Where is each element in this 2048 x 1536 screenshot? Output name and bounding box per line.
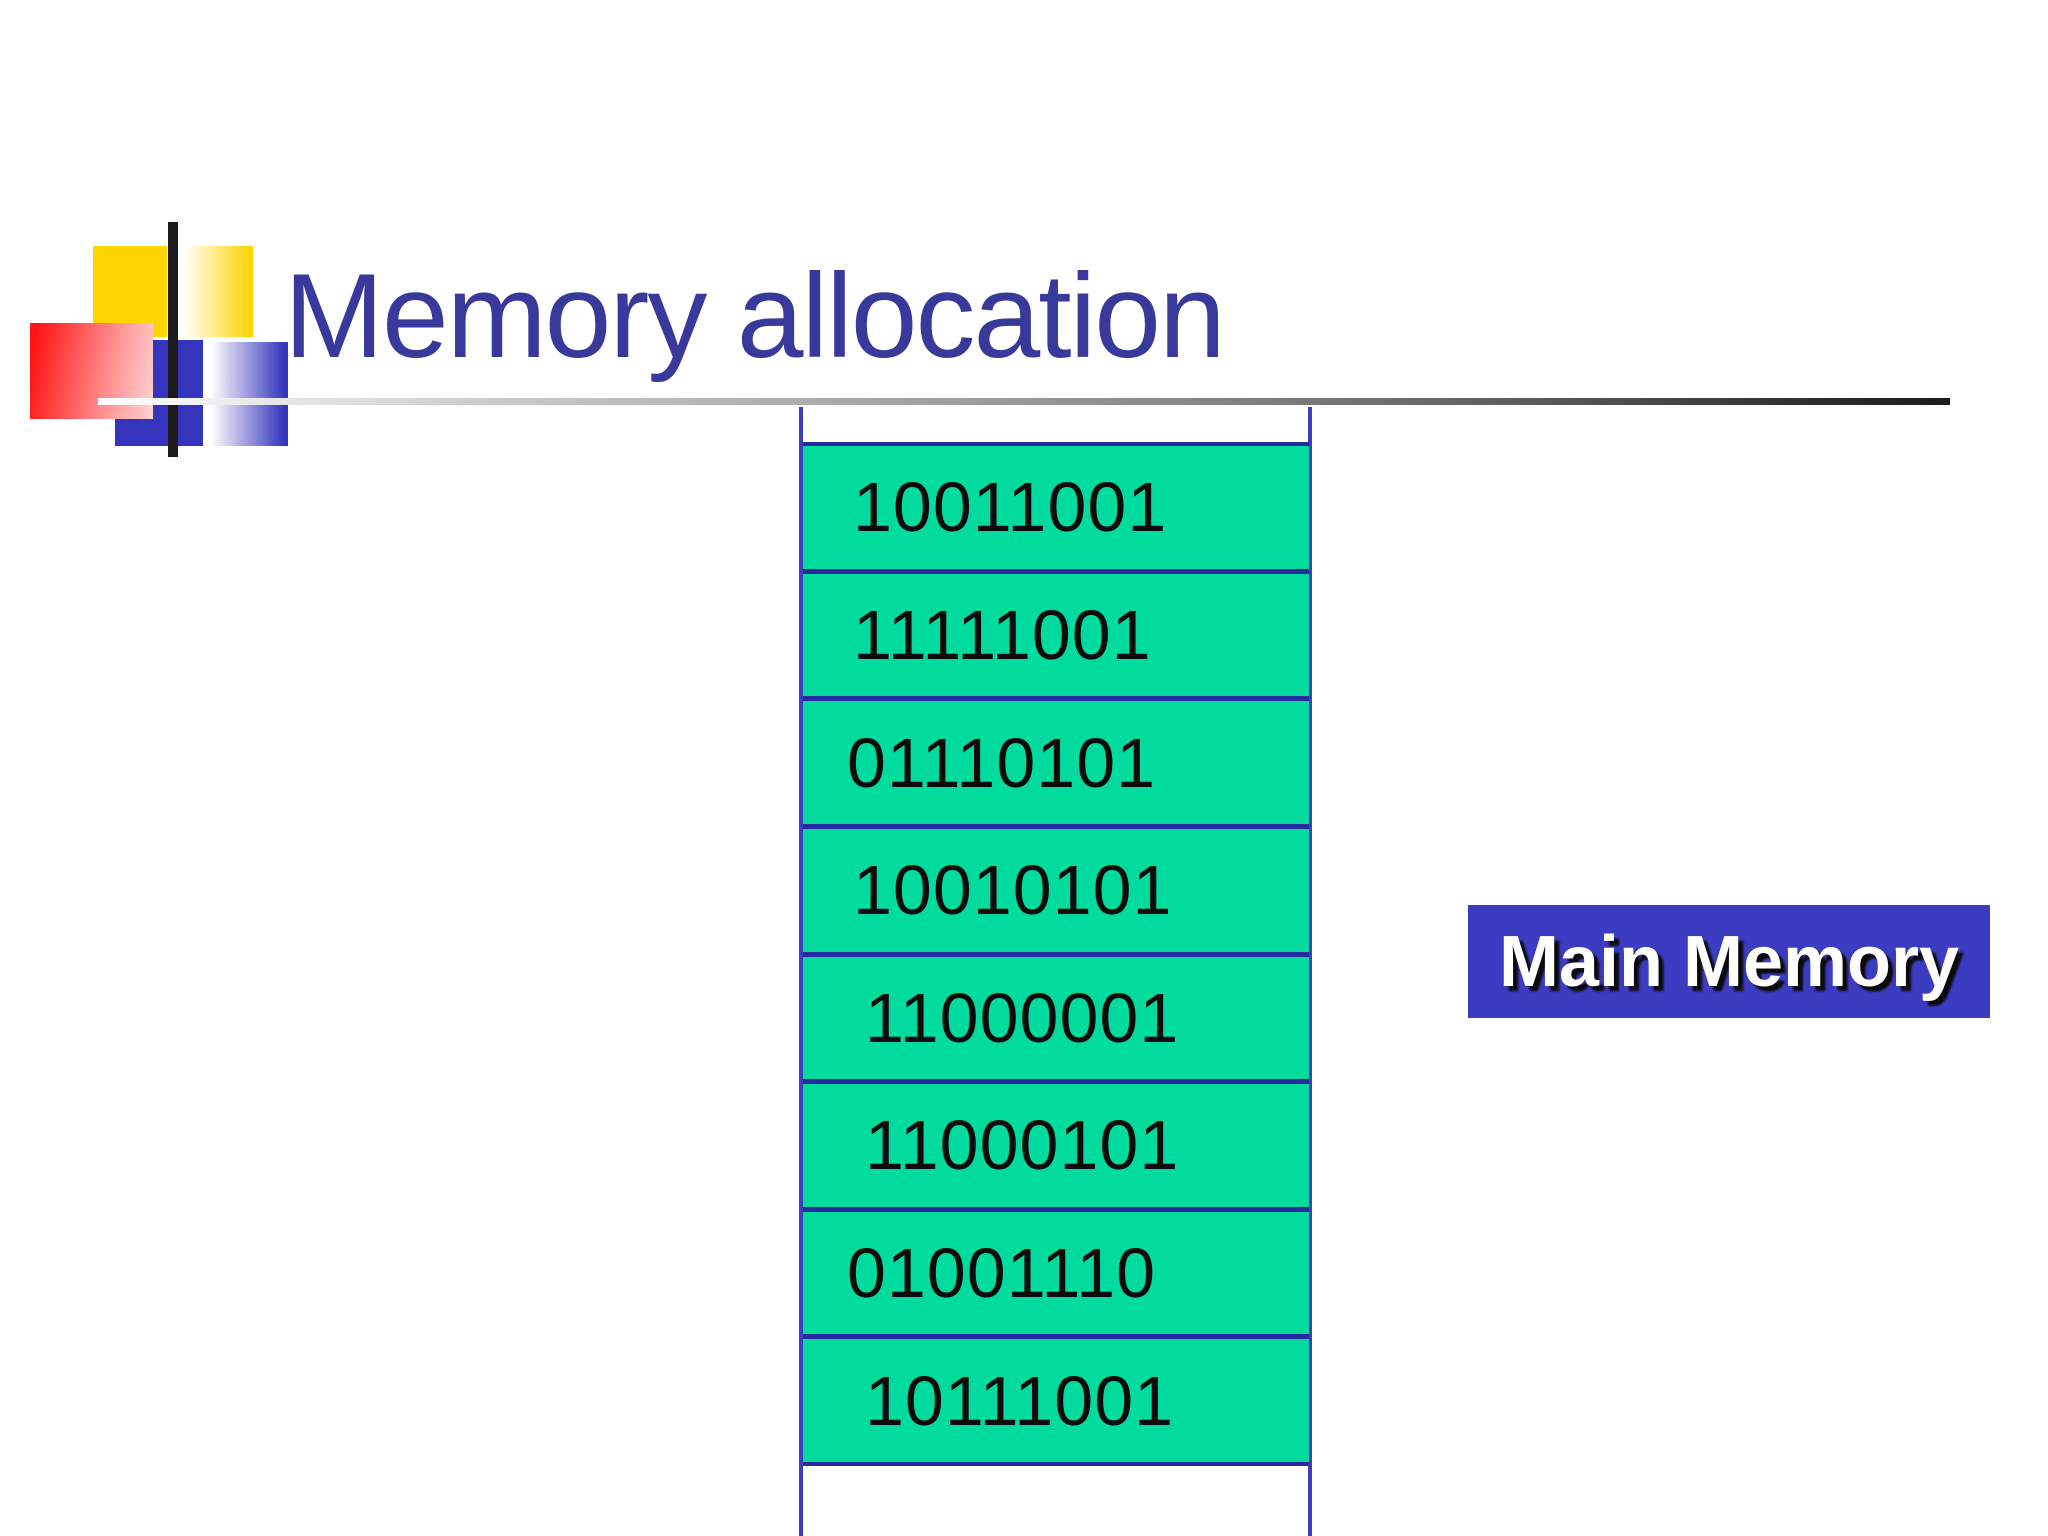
- memory-cell-value: 11111001: [853, 595, 1152, 674]
- memory-cell-value: 10010101: [853, 851, 1173, 930]
- title-underline-rule: [98, 398, 1950, 405]
- table-guide-line-left: [799, 407, 803, 1536]
- memory-cell-value: 10011001: [853, 468, 1168, 547]
- memory-cell-value: 11000101: [865, 1106, 1180, 1185]
- memory-cell-row: 01110101: [803, 696, 1309, 824]
- memory-cell-value: 10111001: [865, 1361, 1175, 1440]
- main-memory-label-text: Main Memory: [1498, 921, 1960, 1002]
- memory-cell-row: 11111001: [803, 568, 1309, 697]
- memory-cell-value: 01110101: [847, 723, 1157, 802]
- memory-cell-row: 11000101: [803, 1079, 1309, 1207]
- memory-cell-row: 11000001: [803, 951, 1309, 1080]
- memory-cell-row: 01001110: [803, 1206, 1309, 1335]
- decor-vertical-line: [168, 222, 178, 457]
- decor-blue-gradient-square-icon: [208, 342, 288, 446]
- page-title: Memory allocation: [284, 249, 1226, 383]
- decor-yellow-gradient-square-icon: [180, 246, 253, 337]
- memory-cell-row: 10011001: [803, 446, 1309, 569]
- main-memory-table: 10011001 11111001 01110101 10010101 1100…: [803, 442, 1309, 1466]
- table-guide-line-right: [1308, 407, 1312, 1536]
- memory-cell-row: 10010101: [803, 823, 1309, 952]
- decor-yellow-square-icon: [93, 246, 167, 337]
- memory-cell-value: 01001110: [847, 1234, 1157, 1313]
- memory-cell-row: 10111001: [803, 1334, 1309, 1462]
- memory-cell-value: 11000001: [865, 978, 1180, 1057]
- main-memory-label: Main Memory: [1468, 905, 1990, 1018]
